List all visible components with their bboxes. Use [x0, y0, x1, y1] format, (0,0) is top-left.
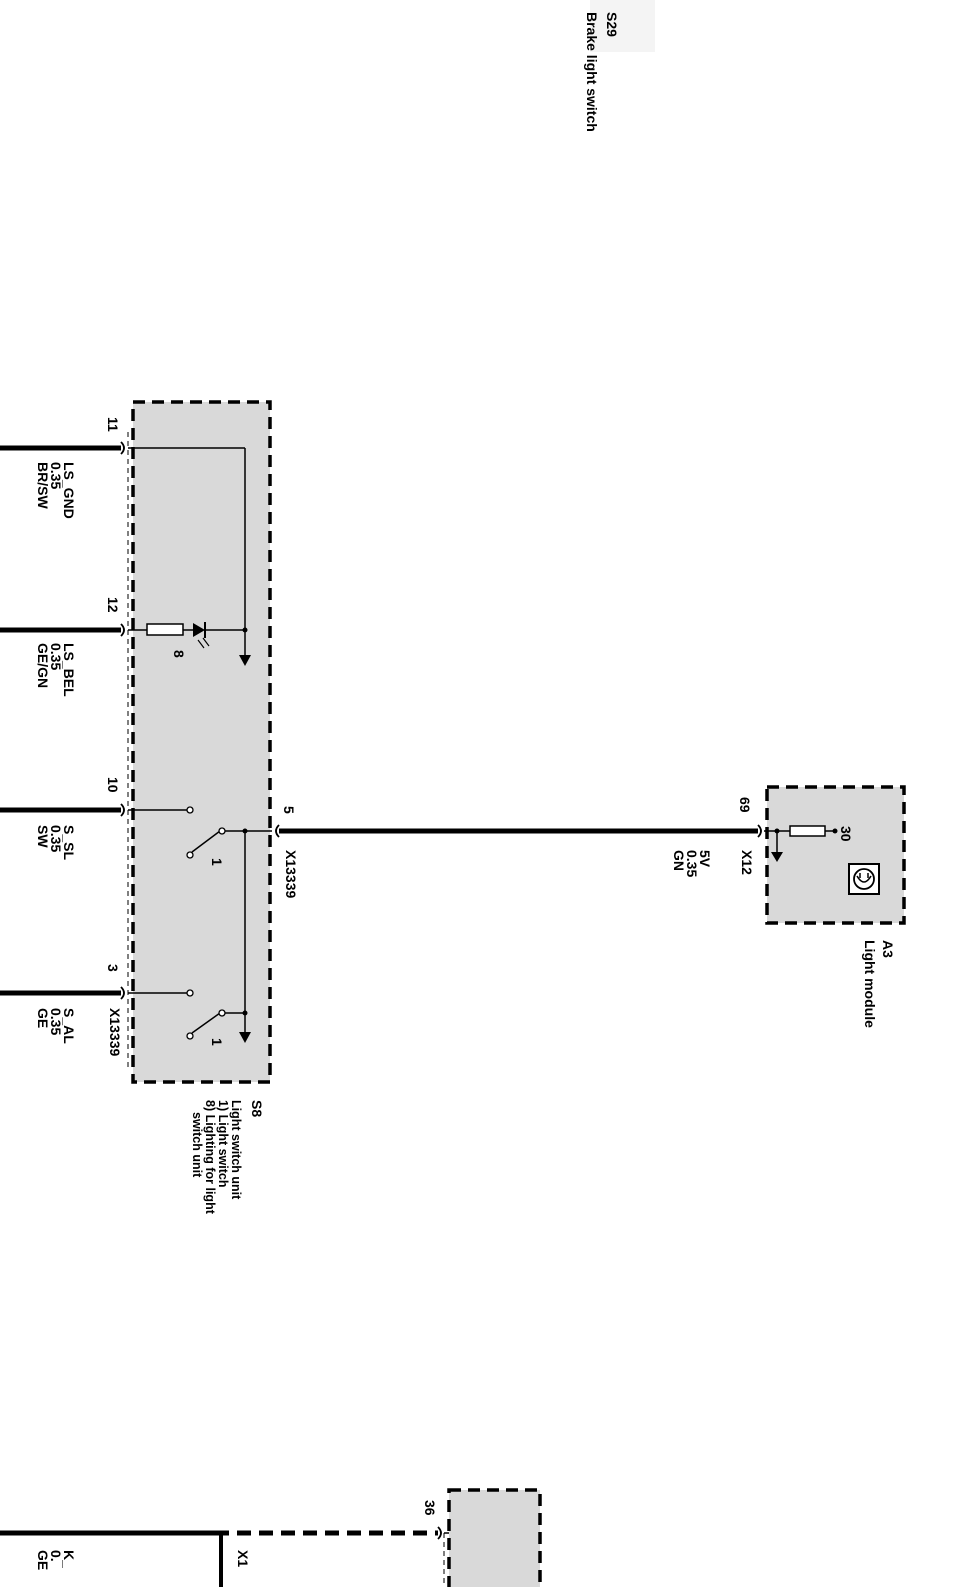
lm-terminal-dot [832, 828, 838, 834]
ssl-pivot [218, 827, 226, 835]
lm-terminal: 30 [838, 826, 854, 842]
label-ls-bel: LS_BEL 0.35 GE/GN [35, 643, 77, 697]
lm-ground-arrow [771, 852, 783, 862]
lm-resistor [789, 825, 826, 837]
pin-arcs [120, 441, 125, 1000]
led-ray-1 [197, 639, 205, 649]
label-5v: 5V 0.35 GN [671, 850, 713, 877]
switch-marker-2: 1 [209, 1038, 225, 1046]
switch-unit-caption: S8 Light switch unit 1) Light switch 8) … [190, 1100, 265, 1215]
signal-s-sl: S_SL [61, 825, 77, 860]
color-ls-gnd: BR/SW [35, 462, 51, 509]
switch-unit-note-1: 1) Light switch [216, 1100, 230, 1188]
ground-arrow-top [239, 655, 251, 666]
ssl-contact-b [186, 851, 194, 859]
signal-partial: K_ [61, 1550, 77, 1568]
color-s-al: GE [35, 1008, 51, 1028]
label-ls-gnd: LS_GND 0.35 BR/SW [35, 462, 77, 519]
led-junction [242, 627, 248, 633]
partial-connector: X1 [235, 1550, 251, 1567]
control-unit-icon [848, 863, 880, 895]
led-resistor [146, 623, 184, 636]
color-s-sl: SW [35, 825, 51, 848]
label-s-al: S_AL 0.35 GE [35, 1008, 77, 1044]
brake-switch-id: S29 [604, 12, 620, 37]
brake-switch-name: Brake light switch [584, 12, 600, 132]
lm-pin-arc [757, 824, 762, 838]
gauge-s-al: 0.35 [48, 1008, 64, 1035]
partial-module-box [447, 1488, 542, 1587]
signal-ls-gnd: LS_GND [61, 462, 77, 519]
partial-pin-arc [437, 1526, 442, 1540]
label-s-sl: S_SL 0.35 SW [35, 825, 77, 860]
switch-unit-title: Light switch unit [229, 1100, 243, 1200]
switch-unit-box [131, 400, 272, 1084]
label-backdrop [590, 0, 655, 52]
color-partial: GE [35, 1550, 51, 1570]
sal-pivot [218, 1009, 226, 1017]
connector-x12: X12 [739, 850, 755, 875]
signal-ls-bel: LS_BEL [61, 643, 77, 697]
connector-x13339-top: X13339 [283, 850, 299, 898]
sal-contact-b [186, 1032, 194, 1040]
pin-12: 12 [105, 597, 121, 613]
pin-10: 10 [105, 777, 121, 793]
lm-pin: 69 [737, 797, 753, 813]
bus-junction-2 [242, 1010, 248, 1016]
light-module-name: Light module [862, 940, 878, 1028]
brake-switch-label: S29 Brake light switch [584, 12, 620, 132]
gauge-s-sl: 0.35 [48, 825, 64, 852]
ssl-blade [191, 830, 221, 853]
pin5-arc [275, 824, 280, 838]
switch-unit-note-2b: switch unit [190, 1112, 204, 1178]
light-module-id: A3 [880, 940, 896, 958]
gauge-partial: 0. [48, 1550, 64, 1562]
gauge-ls-gnd: 0.35 [48, 462, 64, 489]
gauge-ls-bel: 0.35 [48, 643, 64, 670]
signal-s-al: S_AL [61, 1008, 77, 1044]
partial-pin: 36 [422, 1500, 438, 1516]
color-ls-bel: GE/GN [35, 643, 51, 688]
signal-5v: 5V [697, 850, 713, 868]
label-partial: K_ 0. GE [35, 1550, 77, 1570]
switch-unit-note-2: 8) Lighting for light [203, 1100, 217, 1215]
led-ray-2 [202, 637, 210, 647]
switch-unit-id: S8 [249, 1100, 265, 1117]
light-module-box [765, 785, 906, 925]
sal-contact-a [186, 989, 194, 997]
color-5v: GN [671, 850, 687, 871]
pin-11: 11 [105, 417, 121, 432]
sal-blade [191, 1012, 221, 1034]
ground-arrow-bottom [239, 1032, 251, 1043]
pin-5: 5 [281, 806, 297, 814]
switch-marker-1: 1 [209, 858, 225, 866]
connector-x13339-bottom: X13339 [107, 1008, 123, 1056]
ssl-contact-a [186, 806, 194, 814]
led-diode-icon [193, 623, 205, 637]
light-module-caption: A3 Light module [862, 940, 896, 1028]
gauge-5v: 0.35 [684, 850, 700, 877]
pin-3: 3 [105, 964, 121, 972]
led-marker: 8 [171, 650, 187, 658]
